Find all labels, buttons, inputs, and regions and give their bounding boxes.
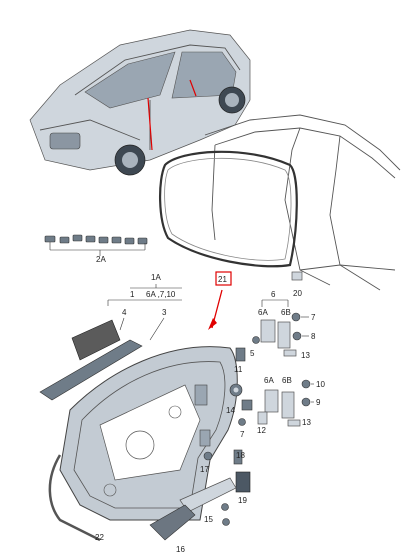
label-6a-top: 6A (258, 308, 268, 317)
part-22-seal: 22 (48, 454, 104, 542)
label-13-bot: 13 (302, 418, 311, 427)
label-16: 16 (176, 545, 185, 554)
label-7-top: 7 (311, 313, 316, 322)
label-6b-top: 6B (281, 308, 291, 317)
bottom-parts: 17 18 19 15 16 (149, 449, 251, 554)
body-side-panel (158, 114, 401, 291)
label-9: 9 (316, 398, 321, 407)
label-11: 11 (234, 365, 243, 374)
label-3: 3 (162, 308, 167, 317)
part-3-strip (39, 339, 143, 401)
label-21: 21 (218, 275, 227, 284)
part-4-pad (71, 319, 121, 361)
label-2a: 2A (96, 255, 106, 264)
label-22: 22 (95, 533, 104, 542)
label-20: 20 (293, 289, 302, 298)
label-5: 5 (250, 349, 255, 358)
label-8: 8 (311, 332, 316, 341)
door-frame (59, 346, 238, 521)
label-17: 17 (200, 465, 209, 474)
hinge-group-upper: 6 6A 6B 7 8 5 13 (250, 290, 316, 360)
label-1a: 1A (151, 273, 161, 282)
label-18: 18 (236, 451, 245, 460)
label-6a-bot: 6A (264, 376, 274, 385)
label-6: 6 (271, 290, 276, 299)
label-6b-bot: 6B (282, 376, 292, 385)
hinge-group-lower: 6A 6B 10 9 14 12 13 7 (226, 376, 325, 439)
label-1: 1 (130, 290, 135, 299)
label-12: 12 (257, 426, 266, 435)
label-7-bot: 7 (240, 430, 245, 439)
label-6a-7-10: 6A ,7,10 (146, 290, 176, 299)
label-13-top: 13 (301, 351, 310, 360)
label-19: 19 (238, 496, 247, 505)
car-illustration (29, 29, 251, 176)
callout-1a: 1A 1 6A ,7,10 (107, 273, 182, 306)
label-15: 15 (204, 515, 213, 524)
label-10: 10 (316, 380, 325, 389)
callout-21: 21 (208, 271, 232, 330)
part-20: 20 (291, 271, 302, 298)
label-14: 14 (226, 406, 235, 415)
lock-parts: 11 (229, 347, 246, 397)
screw-set-2a: 2A (44, 234, 148, 264)
label-4: 4 (122, 308, 127, 317)
